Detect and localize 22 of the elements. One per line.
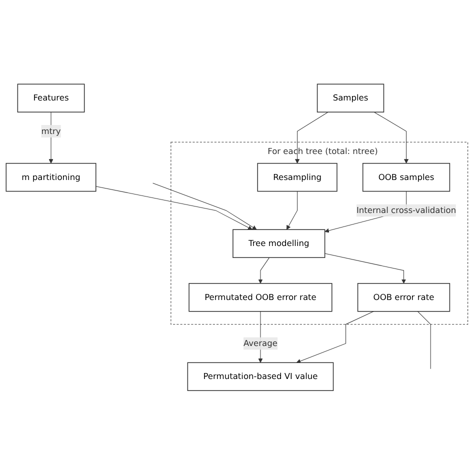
node-box: Tree modelling (232, 228, 326, 258)
arrow (296, 310, 374, 363)
node-box: Samples (316, 83, 384, 112)
node-box: OOB error rate (357, 282, 450, 312)
node-box: Features (17, 83, 85, 112)
arrow (324, 252, 406, 284)
arrow (96, 186, 252, 230)
arrow (152, 182, 257, 230)
arrow (286, 190, 298, 230)
node-box: Permutated OOB error rate (188, 282, 332, 312)
node-box: OOB samples (362, 162, 450, 192)
node-box: Permutation-based VI value (187, 362, 334, 391)
arrow (48, 111, 54, 164)
connector (417, 310, 431, 369)
arrow (258, 256, 270, 284)
arrow (374, 111, 409, 164)
node-box: m partitioning (6, 162, 96, 192)
edge-label: mtry (41, 126, 61, 136)
edge-label: Internal cross-validation (356, 204, 456, 215)
node-box: Resampling (257, 162, 338, 192)
edge-label: Average (243, 338, 278, 348)
arrow (295, 111, 328, 164)
